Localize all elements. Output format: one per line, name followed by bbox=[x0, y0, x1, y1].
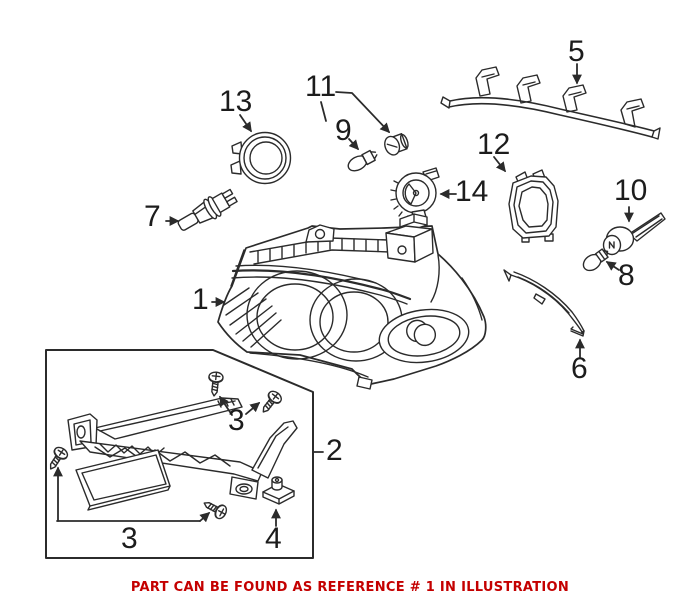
part-5-trim-strip-drawing bbox=[440, 66, 661, 140]
part-label-4: 4 bbox=[265, 522, 282, 555]
part-label-3-lower: 3 bbox=[121, 522, 138, 555]
reference-note: PART CAN BE FOUND AS REFERENCE # 1 IN IL… bbox=[130, 580, 570, 595]
part-1-headlamp-drawing bbox=[217, 213, 487, 390]
part-label-9: 9 bbox=[335, 114, 352, 147]
part-10-socket-drawing bbox=[599, 212, 666, 259]
part-label-14: 14 bbox=[455, 175, 489, 208]
part-8-bulb-drawing bbox=[582, 248, 609, 272]
part-7-bulb-drawing bbox=[177, 188, 238, 231]
part-13-retaining-ring-drawing bbox=[230, 131, 292, 185]
part-6-corner-strip-drawing bbox=[503, 269, 585, 337]
part-label-13: 13 bbox=[219, 85, 253, 118]
part-label-7: 7 bbox=[144, 200, 161, 233]
part-2-enclosure-box bbox=[45, 349, 314, 559]
part-9-bulb-drawing bbox=[347, 149, 378, 172]
part-12-gasket-drawing bbox=[508, 169, 559, 243]
part-label-2: 2 bbox=[326, 434, 343, 467]
part-label-3-upper: 3 bbox=[228, 404, 245, 437]
part-label-1: 1 bbox=[192, 283, 209, 316]
leader-lines bbox=[53, 63, 634, 527]
part-11-socket-drawing bbox=[384, 133, 409, 156]
part-4-clip-drawing bbox=[262, 476, 295, 505]
part-label-8: 8 bbox=[618, 259, 635, 292]
part-label-12: 12 bbox=[477, 128, 511, 161]
part-label-5: 5 bbox=[568, 35, 585, 68]
part-2-bracket-drawing bbox=[67, 397, 298, 511]
part-label-10: 10 bbox=[614, 174, 648, 207]
part-label-6: 6 bbox=[571, 352, 588, 385]
part-label-11: 11 bbox=[305, 70, 337, 103]
